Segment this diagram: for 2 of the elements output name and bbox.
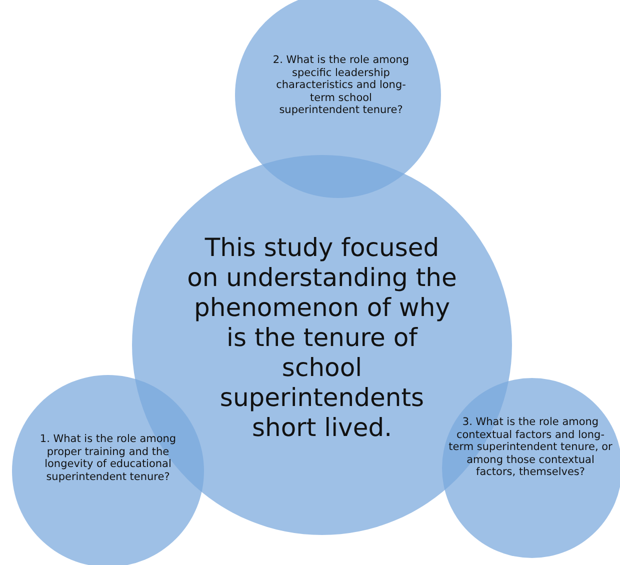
question-text: 2. What is the role among specific leadership characteristics and long-term school superintendent tenure?	[272, 54, 410, 117]
question-text: 1. What is the role among proper training and the longevity of educational superintendent tenure?	[38, 433, 178, 484]
